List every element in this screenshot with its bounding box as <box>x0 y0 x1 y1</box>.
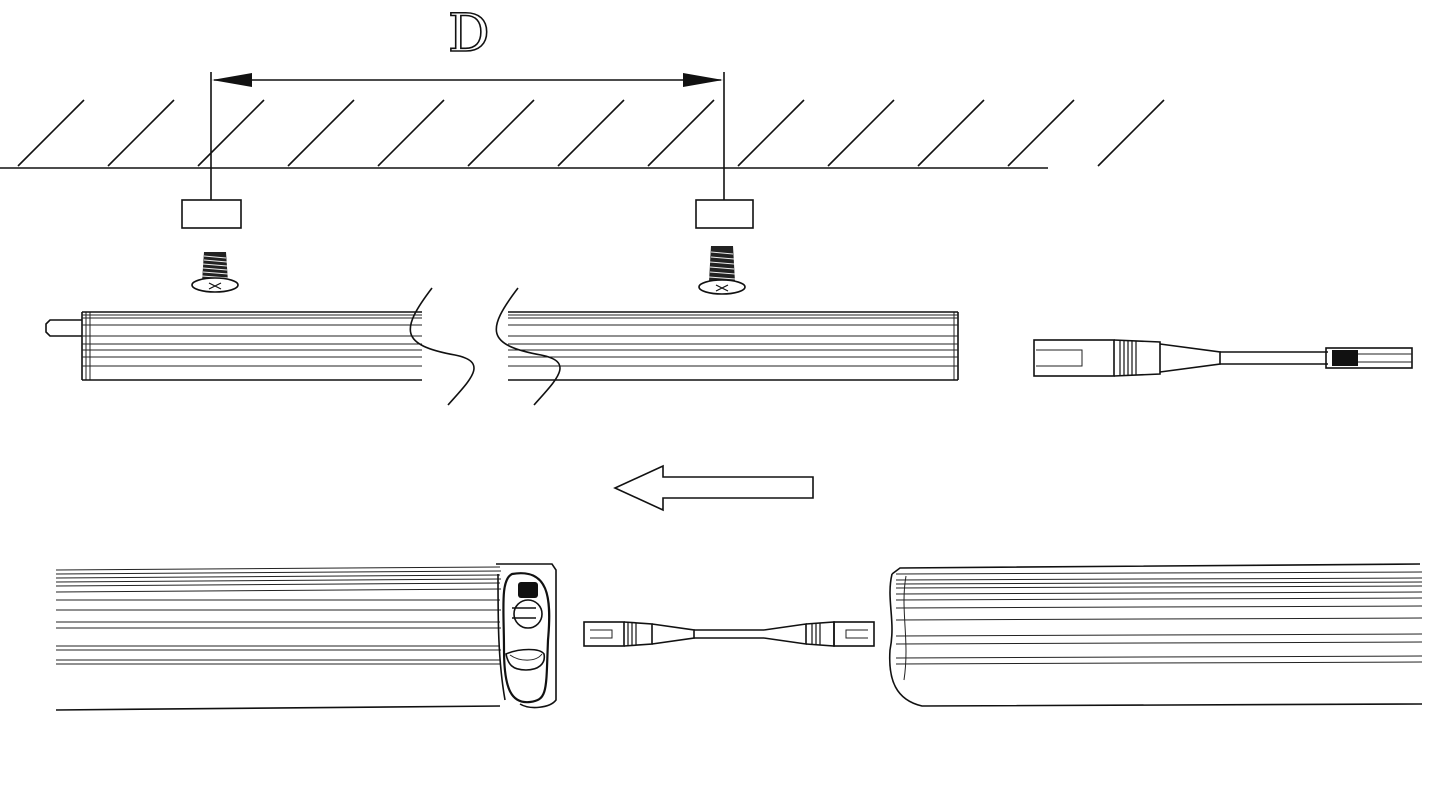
closeup-profile-line <box>895 617 1423 621</box>
hatch-stroke <box>467 99 535 167</box>
closeup-profile-line <box>895 633 1423 637</box>
closeup-profile-line <box>895 655 1423 659</box>
dimension-arrow-right <box>683 73 723 87</box>
mounting-clip-right <box>695 199 754 229</box>
closeup-profile-line <box>55 570 502 575</box>
closeup-profile-line <box>55 578 502 583</box>
hatch-stroke <box>17 99 85 167</box>
closeup-profile-line <box>895 585 1423 589</box>
ceiling-hatching <box>17 99 1165 167</box>
hatch-stroke <box>107 99 175 167</box>
end-cap-socket <box>502 572 551 704</box>
closeup-profile-line <box>895 581 1423 585</box>
hatch-stroke <box>557 99 625 167</box>
fixture-closeup-right <box>888 563 1423 707</box>
direction-arrow-left <box>613 464 814 512</box>
closeup-profile-line <box>55 574 501 579</box>
ceiling-surface <box>0 99 1165 169</box>
closeup-profile-line <box>895 571 1423 575</box>
hatch-stroke <box>737 99 805 167</box>
closeup-profile-line <box>55 588 502 593</box>
closeup-profile-line <box>895 605 1423 609</box>
closeup-profile-line <box>55 566 501 571</box>
closeup-profile-line <box>895 577 1423 581</box>
fixture-closeup-left <box>55 563 557 711</box>
dimension-arrow-left <box>212 73 252 87</box>
closeup-profile-line <box>895 597 1423 601</box>
closeup-profile-line <box>55 582 501 587</box>
closeup-profile-line <box>895 591 1423 595</box>
dimension-label-d: D <box>447 4 490 64</box>
hatch-stroke <box>917 99 985 167</box>
hatch-stroke <box>377 99 445 167</box>
coupler-connector <box>583 621 875 647</box>
hatch-stroke <box>647 99 715 167</box>
fixture-profile-lines <box>82 311 958 381</box>
hatch-stroke <box>1007 99 1075 167</box>
closeup-profile-line <box>895 641 1423 645</box>
dimension-line <box>210 72 725 200</box>
mounting-clip-left <box>181 199 242 229</box>
hatch-stroke <box>827 99 895 167</box>
led-fixture-bar <box>45 287 959 406</box>
screw-right <box>698 246 746 295</box>
hatch-stroke <box>1097 99 1165 167</box>
closeup-profile-line <box>895 661 1423 665</box>
hatch-stroke <box>197 99 265 167</box>
connector-cable <box>1033 339 1413 377</box>
screw-left <box>191 252 239 293</box>
hatch-stroke <box>287 99 355 167</box>
